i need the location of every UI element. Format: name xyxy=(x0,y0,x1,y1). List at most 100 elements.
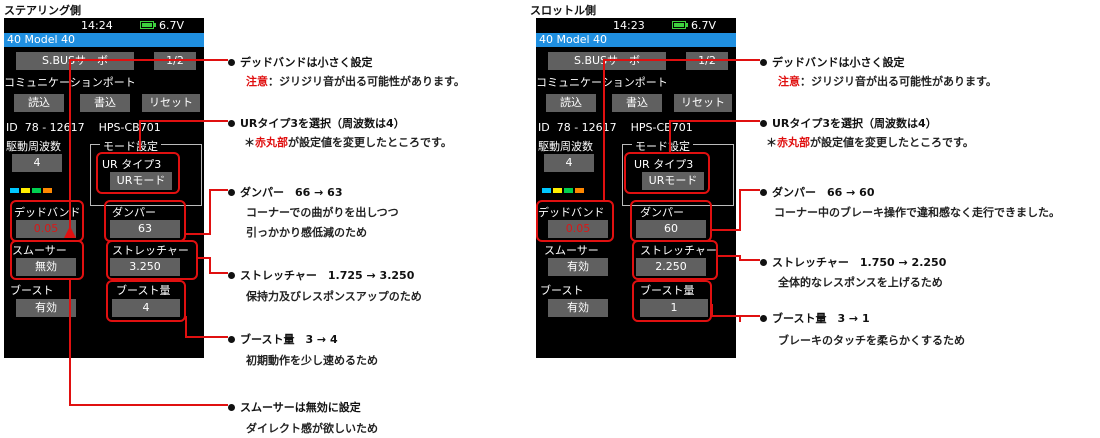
model-title-bar: 40 Model 40 xyxy=(536,33,736,47)
note-deadband-warning-steering: 注意：ジリジリ音が出る可能性があります。 xyxy=(246,75,465,88)
stretcher-label: ストレッチャー xyxy=(112,244,189,257)
note-deadband-steering: デッドバンドは小さく設定 xyxy=(228,54,373,70)
ur-type-label: UR タイプ3 xyxy=(634,158,694,171)
note-damper-throttle: ダンパー 66 → 60 xyxy=(760,184,875,200)
reset-button[interactable]: リセット xyxy=(142,94,200,112)
write-button[interactable]: 書込 xyxy=(80,94,130,112)
servo-id-row: ID 78 - 12617 HPS-CB701 xyxy=(6,121,161,134)
status-bar: 14:24 6.7V xyxy=(4,18,204,33)
mode-setting-label: モード設定 xyxy=(100,138,161,154)
read-button[interactable]: 読込 xyxy=(546,94,596,112)
highlight-boost-amount xyxy=(106,280,186,322)
note-stretcher-throttle: ストレッチャー 1.750 → 2.250 xyxy=(760,254,946,270)
battery-icon-nub xyxy=(686,23,688,27)
drive-frequency-value[interactable]: 4 xyxy=(544,154,594,172)
ur-mode-button[interactable]: URモード xyxy=(110,172,172,190)
battery-icon-nub xyxy=(154,23,156,27)
channel-color-bars xyxy=(10,178,54,193)
reset-button[interactable]: リセット xyxy=(674,94,732,112)
damper-value[interactable]: 60 xyxy=(636,220,706,238)
damper-label: ダンパー xyxy=(112,206,156,219)
battery-icon xyxy=(672,21,686,29)
note-boost-throttle: ブースト量 3 → 1 xyxy=(760,310,870,326)
write-button[interactable]: 書込 xyxy=(612,94,662,112)
boost-amount-value[interactable]: 4 xyxy=(112,299,180,317)
note-boost-steering: ブースト量 3 → 4 xyxy=(228,331,338,347)
note-deadband-warning-throttle: 注意：ジリジリ音が出る可能性があります。 xyxy=(778,75,997,88)
highlight-ur-type xyxy=(96,152,180,194)
device-screen-steering: 14:24 6.7V 40 Model 40 S.BUSサーボ 1/2 コミュニ… xyxy=(4,18,204,358)
battery-voltage: 6.7V xyxy=(691,19,717,32)
note-urtype-sub-steering: ＊赤丸部が設定値を変更したところです。 xyxy=(244,136,452,149)
clock: 14:23 xyxy=(613,19,645,32)
model-title: 40 Model 40 xyxy=(7,33,76,46)
highlight-boost-amount xyxy=(632,280,712,322)
bullet-icon xyxy=(760,58,767,66)
ur-type-label: UR タイプ3 xyxy=(102,158,162,171)
bullet-icon xyxy=(228,271,235,279)
section-title-steering: ステアリング側 xyxy=(4,4,81,17)
bullet-icon xyxy=(228,403,235,411)
note-stretcher-steering: ストレッチャー 1.725 → 3.250 xyxy=(228,267,414,283)
boost-label: ブースト xyxy=(10,284,54,297)
smoother-value[interactable]: 有効 xyxy=(548,258,608,276)
highlight-deadband xyxy=(536,200,614,242)
bullet-icon xyxy=(228,119,235,127)
stretcher-value[interactable]: 3.250 xyxy=(110,258,180,276)
bullet-icon xyxy=(228,58,235,66)
note-stretcher-sub-throttle: 全体的なレスポンスを上げるため xyxy=(778,276,943,289)
note-smoother-steering: スムーサーは無効に設定 xyxy=(228,399,361,415)
deadband-label: デッドバンド xyxy=(14,206,81,219)
note-damper-sub1-throttle: コーナー中のブレーキ操作で違和感なく走行できました。 xyxy=(774,206,1060,219)
drive-frequency-value[interactable]: 4 xyxy=(12,154,62,172)
note-boost-sub-throttle: ブレーキのタッチを柔らかくするため xyxy=(778,334,965,347)
smoother-label: スムーサー xyxy=(544,244,599,257)
stretcher-label: ストレッチャー xyxy=(640,244,717,257)
note-boost-sub-steering: 初期動作を少し速めるため xyxy=(246,354,378,367)
highlight-stretcher xyxy=(106,240,198,280)
bullet-icon xyxy=(760,258,767,266)
servo-id-row: ID 78 - 12617 HPS-CB701 xyxy=(538,121,693,134)
stretcher-value[interactable]: 2.250 xyxy=(636,258,706,276)
battery-voltage: 6.7V xyxy=(159,19,185,32)
boost-value[interactable]: 有効 xyxy=(548,299,608,317)
drive-frequency-label: 駆動周波数 xyxy=(538,140,593,153)
boost-amount-value[interactable]: 1 xyxy=(640,299,708,317)
deadband-value[interactable]: 0.05 xyxy=(16,220,76,238)
note-urtype-sub-throttle: ＊赤丸部が設定値を変更したところです。 xyxy=(766,136,974,149)
model-title-bar: 40 Model 40 xyxy=(4,33,204,47)
ur-mode-button[interactable]: URモード xyxy=(642,172,704,190)
note-urtype-steering: URタイプ3を選択（周波数は4） xyxy=(228,115,405,131)
boost-amount-label: ブースト量 xyxy=(640,284,695,297)
read-button[interactable]: 読込 xyxy=(14,94,64,112)
smoother-label: スムーサー xyxy=(12,244,67,257)
note-deadband-throttle: デッドバンドは小さく設定 xyxy=(760,54,905,70)
mode-setting-label: モード設定 xyxy=(632,138,693,154)
smoother-value[interactable]: 無効 xyxy=(16,258,76,276)
note-damper-steering: ダンパー 66 → 63 xyxy=(228,184,343,200)
status-bar: 14:23 6.7V xyxy=(536,18,736,33)
section-title-throttle: スロットル側 xyxy=(530,4,596,17)
damper-label: ダンパー xyxy=(640,206,684,219)
highlight-smoother xyxy=(10,240,84,280)
comm-port-label: コミュニケーションポート xyxy=(536,76,668,89)
channel-color-bars xyxy=(542,178,586,193)
deadband-value[interactable]: 0.05 xyxy=(548,220,608,238)
drive-frequency-label: 駆動周波数 xyxy=(6,140,61,153)
boost-label: ブースト xyxy=(540,284,584,297)
model-title: 40 Model 40 xyxy=(539,33,608,46)
bullet-icon xyxy=(228,335,235,343)
note-stretcher-sub-steering: 保持力及びレスポンスアップのため xyxy=(246,290,422,303)
bullet-icon xyxy=(760,119,767,127)
bullet-icon xyxy=(760,188,767,196)
highlight-ur-type xyxy=(624,152,710,194)
damper-value[interactable]: 63 xyxy=(110,220,180,238)
bullet-icon xyxy=(228,188,235,196)
bullet-icon xyxy=(760,314,767,322)
boost-value[interactable]: 有効 xyxy=(16,299,76,317)
note-smoother-sub-steering: ダイレクト感が欲しいため xyxy=(246,422,378,435)
deadband-label: デッドバンド xyxy=(538,206,605,219)
clock: 14:24 xyxy=(81,19,113,32)
